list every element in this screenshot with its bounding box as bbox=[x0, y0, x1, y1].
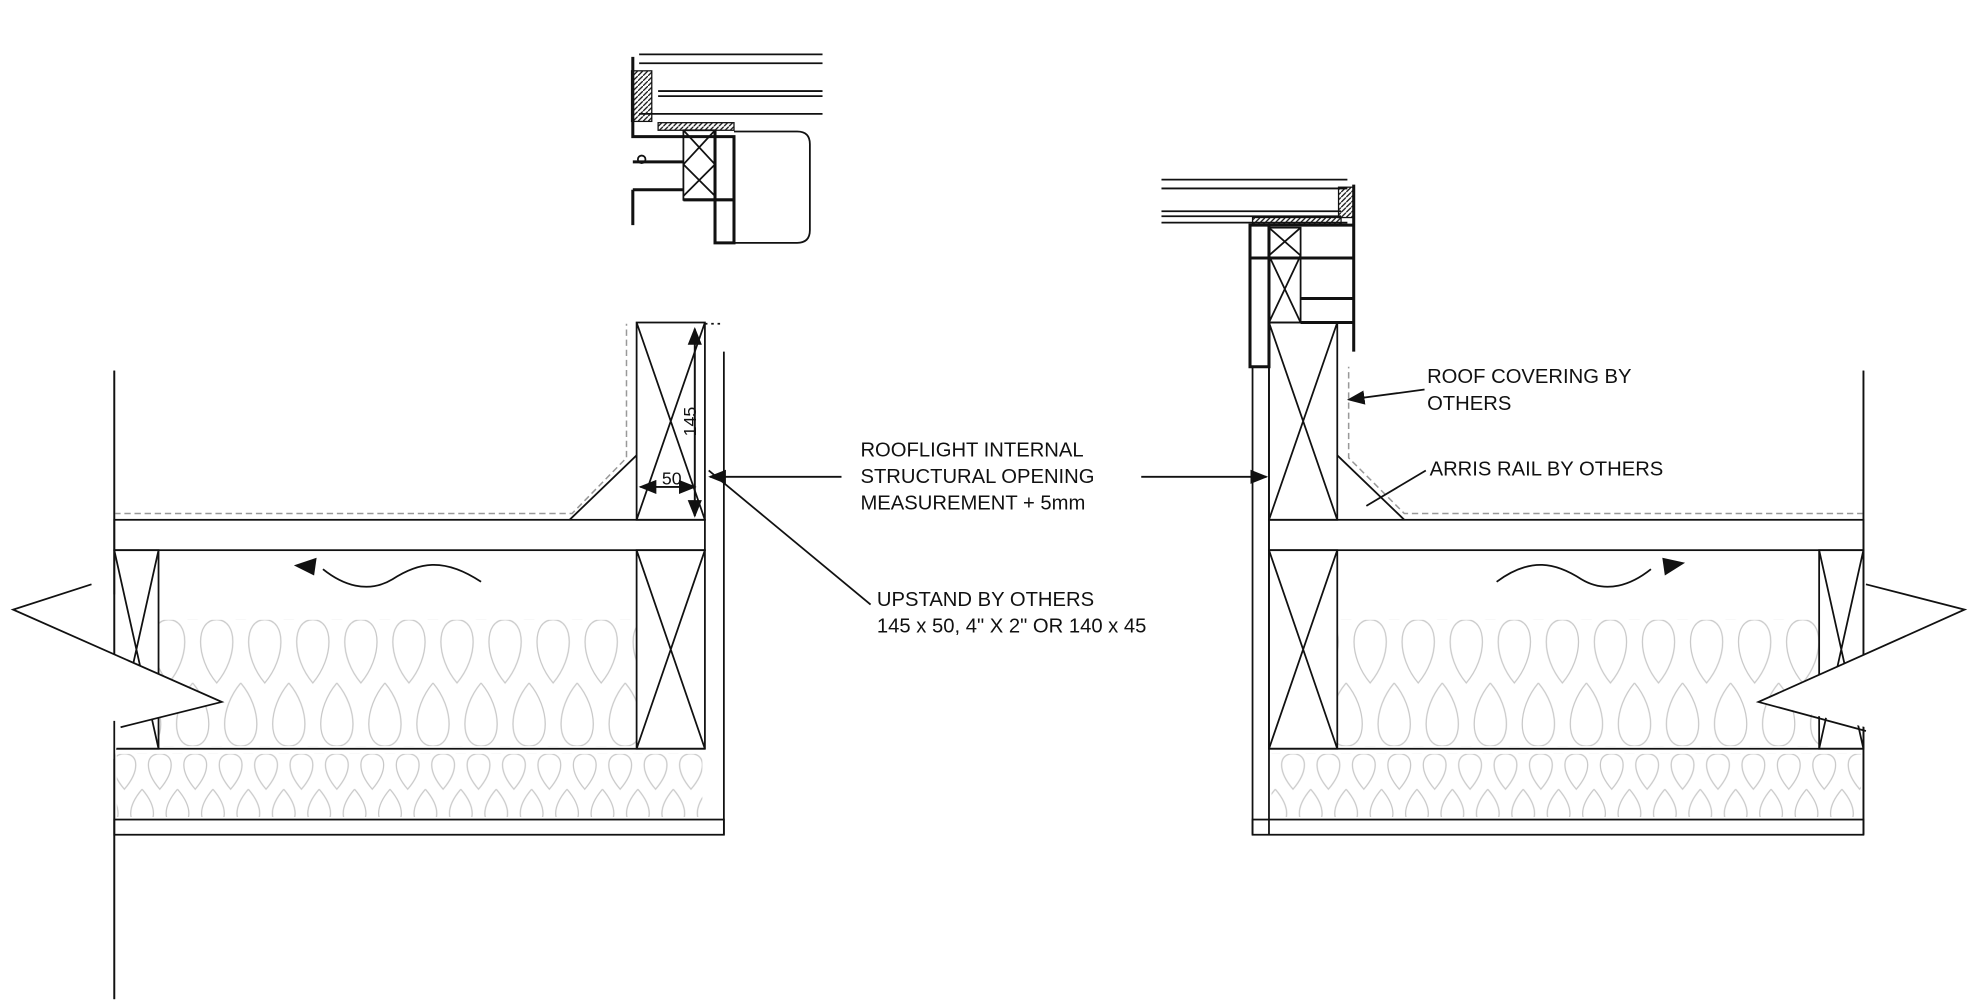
arris-rail-leader bbox=[1365, 469, 1427, 507]
right-joist bbox=[1268, 549, 1339, 750]
left-arris-rail bbox=[568, 454, 638, 521]
opening-label-line-3: MEASUREMENT + 5mm bbox=[860, 493, 1085, 515]
dim-50-label: 50 bbox=[662, 468, 682, 488]
arris-rail-label: ARRIS RAIL BY OTHERS bbox=[1430, 459, 1664, 481]
right-insulation bbox=[1337, 619, 1820, 747]
left-ceiling-board bbox=[113, 818, 725, 836]
left-insulation-lower bbox=[116, 753, 703, 818]
upstand-leader bbox=[708, 469, 872, 606]
opening-label-line-2: STRUCTURAL OPENING bbox=[860, 466, 1094, 488]
upstand-label-line-1: UPSTAND BY OTHERS bbox=[877, 589, 1094, 611]
right-section bbox=[1251, 321, 1968, 836]
left-section: 145 50 bbox=[10, 321, 725, 1000]
left-airflow-arrow bbox=[322, 563, 482, 588]
arris-rail-annotation: ARRIS RAIL BY OTHERS bbox=[1365, 459, 1664, 507]
right-insulation-lower bbox=[1271, 753, 1861, 818]
right-arris-rail bbox=[1336, 454, 1405, 521]
upstand-label-line-2: 145 x 50, 4" X 2" OR 140 x 45 bbox=[877, 615, 1147, 637]
left-deck bbox=[113, 518, 706, 552]
right-blocking bbox=[1818, 549, 1865, 750]
right-rooflight-frame-detail bbox=[1161, 178, 1356, 369]
left-upstand bbox=[635, 321, 706, 521]
left-rooflight-frame-detail bbox=[630, 53, 823, 245]
left-blocking bbox=[113, 549, 160, 750]
left-break-line bbox=[10, 583, 225, 729]
right-membrane bbox=[1347, 366, 1864, 515]
roof-covering-annotation: ROOF COVERING BY OTHERS bbox=[1346, 366, 1632, 415]
roof-covering-leader bbox=[1346, 388, 1425, 405]
roof-covering-label-line-1: ROOF COVERING BY bbox=[1427, 366, 1632, 388]
upstand-annotation: UPSTAND BY OTHERS 145 x 50, 4" X 2" OR 1… bbox=[708, 469, 1147, 637]
left-membrane bbox=[114, 323, 628, 515]
left-insulation bbox=[158, 619, 637, 747]
left-joist bbox=[635, 549, 706, 750]
opening-annotation: ROOFLIGHT INTERNAL STRUCTURAL OPENING ME… bbox=[708, 440, 1269, 515]
right-ceiling-board bbox=[1251, 818, 1865, 836]
dim-145-label: 145 bbox=[680, 407, 700, 437]
roof-covering-label-line-2: OTHERS bbox=[1427, 393, 1511, 415]
right-break-line bbox=[1755, 583, 1968, 732]
opening-label-line-1: ROOFLIGHT INTERNAL bbox=[860, 440, 1083, 462]
right-airflow-arrow bbox=[1496, 563, 1652, 588]
right-deck bbox=[1268, 518, 1865, 552]
